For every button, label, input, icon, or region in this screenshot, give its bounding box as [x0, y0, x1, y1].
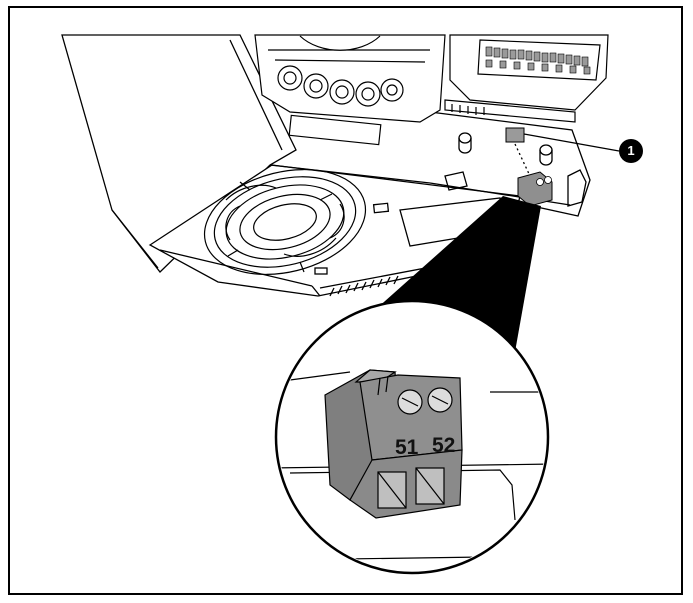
- terminal-label-51: 51: [395, 436, 419, 459]
- connector-on-drive: [505, 127, 553, 207]
- terminal-label-52: 52: [432, 434, 455, 457]
- capacitor-bank: [254, 34, 446, 146]
- cooling-fan: [203, 168, 367, 276]
- callout-number-badge: 1: [619, 139, 643, 163]
- zoom-inset: 51 52: [274, 299, 550, 575]
- control-board: [444, 34, 609, 123]
- callout-leader-line: [523, 133, 620, 152]
